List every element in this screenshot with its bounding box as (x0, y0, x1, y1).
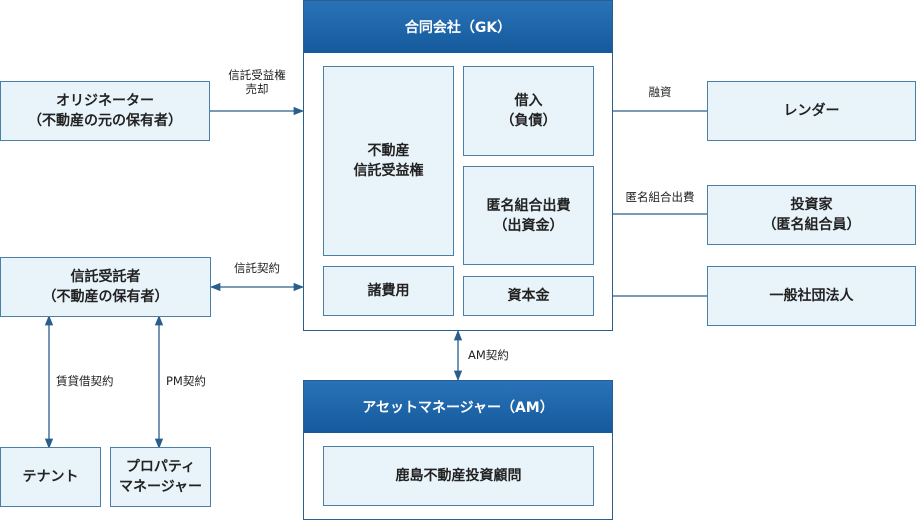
gk-borrowing-box: 借入 （負債） (463, 66, 594, 156)
gk-tk-investment-box: 匿名組合出費 （出資金） (463, 166, 594, 265)
gk-title: 合同会社（GK） (304, 1, 612, 53)
general-association-box: 一般社団法人 (707, 266, 916, 326)
label-trust-beneficiary-sale: 信託受益権 売却 (228, 68, 286, 96)
gk-asset-box: 不動産 信託受益権 (323, 66, 454, 256)
trustee-box: 信託受託者 （不動産の保有者） (0, 257, 211, 317)
am-company-box: 鹿島不動産投資顧問 (323, 446, 594, 506)
gk-expenses-box: 諸費用 (323, 266, 454, 316)
label-tk-investment: 匿名組合出費 (625, 190, 695, 204)
label-financing: 融資 (648, 85, 672, 99)
originator-box: オリジネーター （不動産の元の保有者） (0, 81, 210, 141)
label-lease-contract: 賃貸借契約 (56, 374, 114, 388)
lender-box: レンダー (707, 81, 916, 141)
label-pm-contract: PM契約 (166, 374, 206, 388)
tenant-box: テナント (0, 447, 101, 507)
label-trust-contract: 信託契約 (234, 261, 280, 275)
gk-capital-box: 資本金 (463, 276, 594, 316)
investor-box: 投資家 （匿名組合員） (707, 185, 916, 245)
label-am-contract: AM契約 (468, 348, 509, 362)
property-manager-box: プロパティ マネージャー (110, 447, 211, 507)
am-title: アセットマネージャー（AM） (304, 381, 612, 433)
